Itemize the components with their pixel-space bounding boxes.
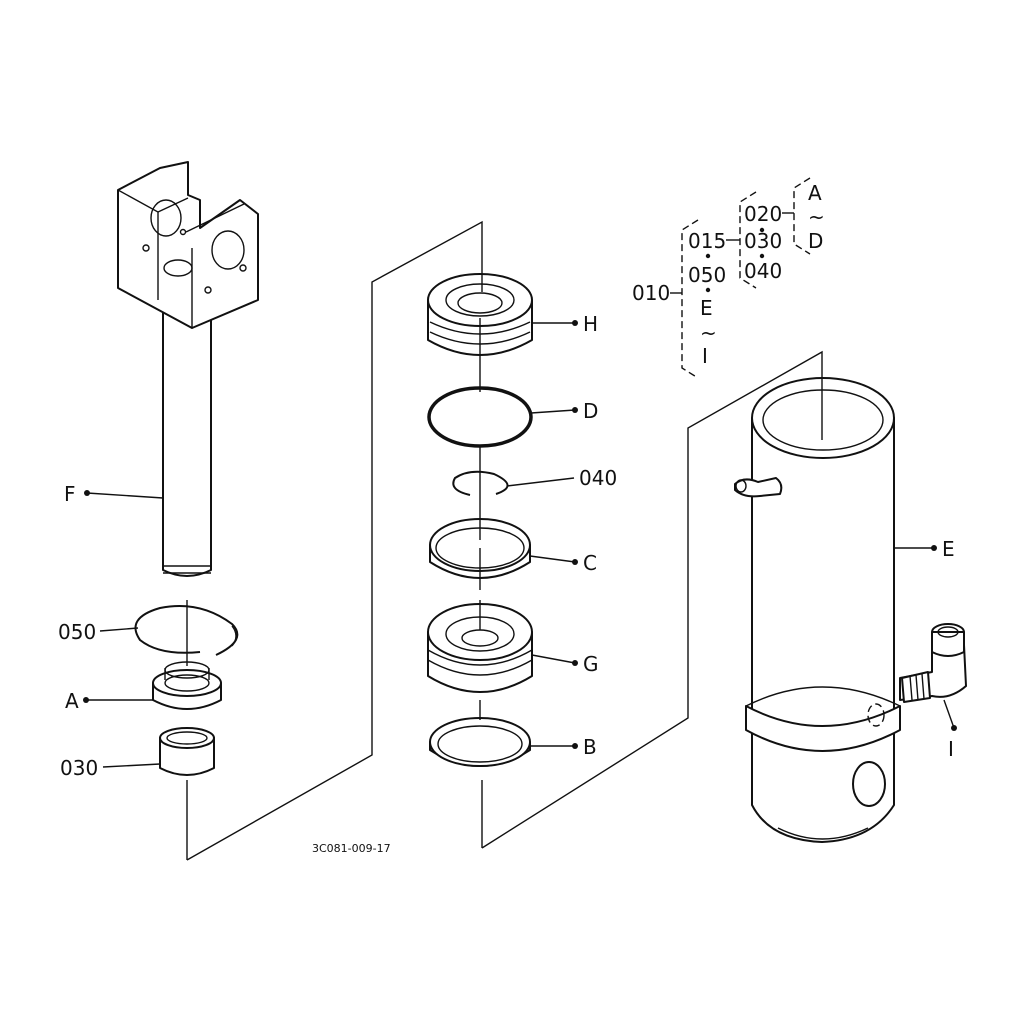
tree-l1-2: E	[700, 296, 713, 320]
tree-l3-1: ~	[808, 205, 825, 229]
leader-lines	[83, 320, 957, 768]
tree-brackets	[670, 177, 811, 379]
label-I: I	[948, 737, 954, 761]
tree-l2-2: 040	[744, 259, 782, 283]
label-050: 050	[58, 620, 96, 644]
tree-l2-1: 030	[744, 229, 782, 253]
tree-l2-0: 020	[744, 202, 782, 226]
cylinder-tube-part-E	[734, 377, 901, 843]
label-H: H	[583, 312, 598, 336]
tree-l1-0: 015	[688, 229, 726, 253]
o-ring-part-D	[427, 386, 533, 448]
label-D: D	[583, 399, 598, 423]
tree-l3-0: A	[808, 181, 822, 205]
figure-code: 3C081-009-17	[312, 842, 391, 855]
label-030: 030	[60, 756, 98, 780]
bushing-030	[159, 727, 215, 776]
label-C: C	[583, 551, 597, 575]
assembly-lines	[186, 220, 823, 861]
label-A: A	[65, 689, 79, 713]
label-F: F	[64, 482, 76, 506]
snap-ring-050	[134, 605, 239, 656]
piston-rod-part-F	[117, 161, 259, 577]
tree-l1-4: I	[702, 344, 708, 368]
tree-l1-3: ~	[700, 321, 717, 345]
tree-l3-2: D	[808, 229, 823, 253]
label-040: 040	[579, 466, 617, 490]
tree-l1-1: 050	[688, 263, 726, 287]
seal-part-B	[429, 717, 531, 767]
ring-040	[452, 470, 509, 496]
label-E: E	[942, 537, 955, 561]
label-G: G	[583, 652, 599, 676]
bushing-part-A	[152, 661, 222, 710]
label-B: B	[583, 735, 597, 759]
elbow-fitting-part-I	[899, 623, 967, 703]
tree-root: 010	[632, 281, 670, 305]
